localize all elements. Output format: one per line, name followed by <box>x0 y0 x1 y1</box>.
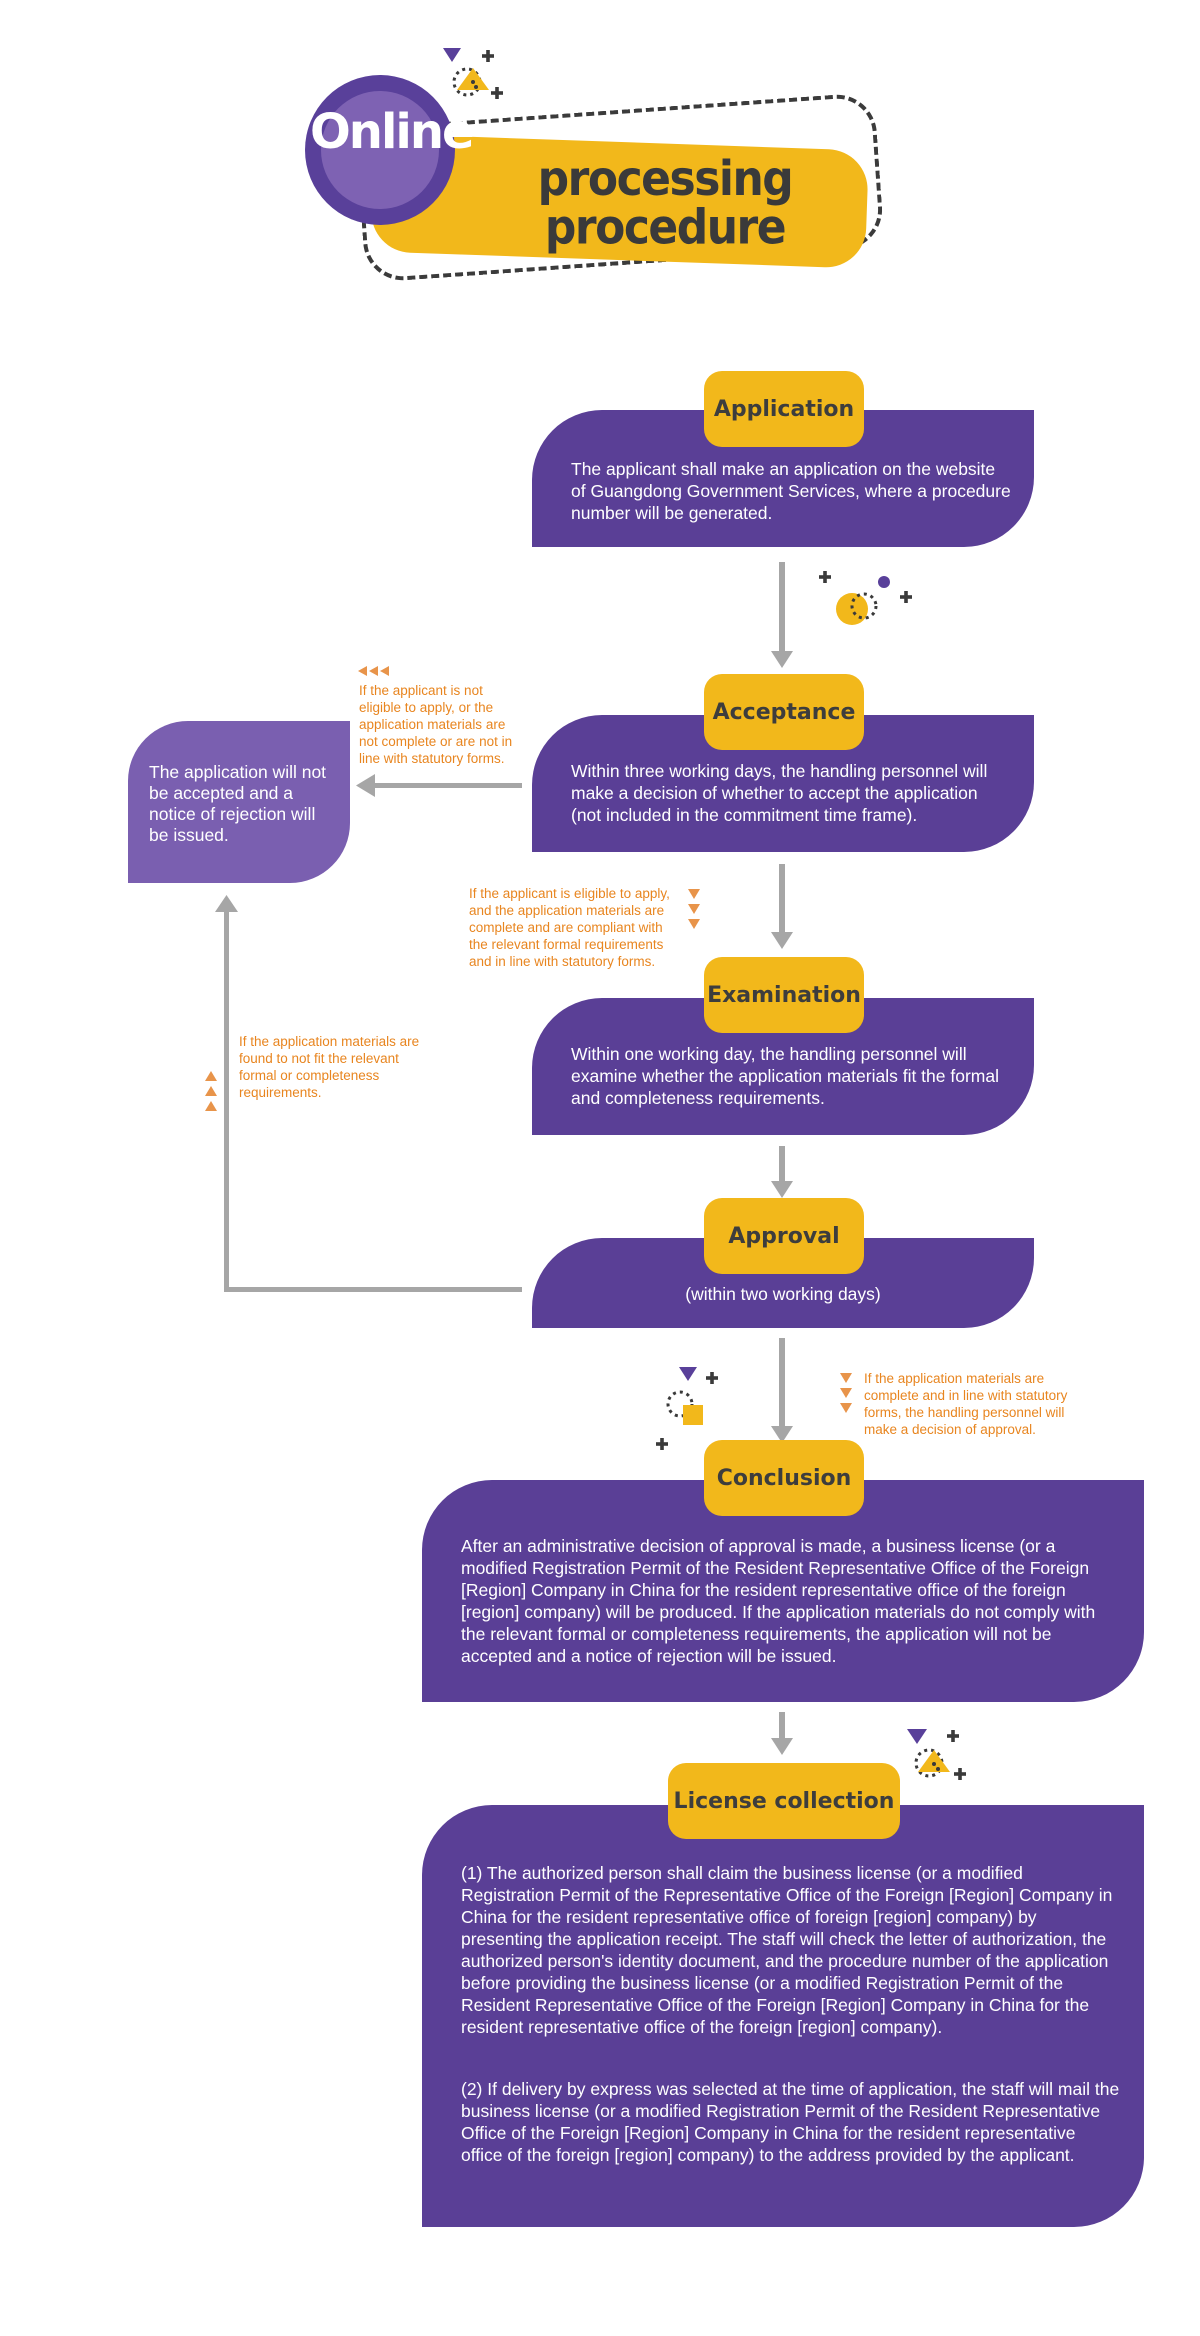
arrow-approval-rejection <box>215 895 522 1292</box>
up-triangle-icon <box>205 1101 217 1111</box>
title-decoration-icon <box>443 48 503 99</box>
decoration-icon-3 <box>907 1729 966 1780</box>
down-triangle-icon <box>688 889 700 899</box>
acceptance-card: Within three working days, the handling … <box>532 715 1034 852</box>
license-text-1: (1) The authorized person shall claim th… <box>461 1863 1113 2037</box>
arrow-examination-approval <box>771 1146 793 1198</box>
left-triangle-icon <box>380 666 389 676</box>
rejection-text: The application will not be accepted and… <box>149 762 327 845</box>
title-circle-inner <box>321 91 439 209</box>
license-text-2: (2) If delivery by express was selected … <box>461 2079 1120 2165</box>
rejection-box: The application will not be accepted and… <box>128 721 350 883</box>
down-triangle-icon <box>688 919 700 929</box>
up-triangle-icon <box>205 1086 217 1096</box>
acceptance-label: Acceptance <box>704 674 864 750</box>
left-triangle-icon <box>358 666 367 676</box>
title-main: processing procedure <box>537 151 794 256</box>
arrow-application-acceptance <box>771 562 793 668</box>
note-arrows-left <box>358 663 391 681</box>
arrow-approval-conclusion <box>771 1338 793 1443</box>
acceptance-text: Within three working days, the handling … <box>571 761 988 825</box>
note-eligible: If the applicant is eligible to apply, a… <box>469 886 670 969</box>
title-online: Online <box>310 104 475 160</box>
down-triangle-icon <box>840 1403 852 1413</box>
application-text: The applicant shall make an application … <box>571 459 1011 523</box>
conclusion-text: After an administrative decision of appr… <box>461 1536 1096 1666</box>
decoration-icon-2 <box>656 1367 718 1450</box>
examination-label: Examination <box>704 957 864 1033</box>
conclusion-label: Conclusion <box>704 1440 864 1516</box>
up-triangle-icon <box>205 1071 217 1081</box>
license-label: License collection <box>668 1763 900 1839</box>
down-triangle-icon <box>840 1373 852 1383</box>
examination-text: Within one working day, the handling per… <box>571 1044 999 1108</box>
conclusion-card: After an administrative decision of appr… <box>422 1480 1144 1702</box>
license-card: (1) The authorized person shall claim th… <box>422 1805 1144 2227</box>
left-triangle-icon <box>369 666 378 676</box>
approval-label: Approval <box>704 1198 864 1274</box>
arrow-acceptance-examination <box>771 864 793 949</box>
approval-text: (within two working days) <box>685 1284 881 1304</box>
down-triangle-icon <box>840 1388 852 1398</box>
down-triangle-icon <box>688 904 700 914</box>
decoration-icon-1 <box>819 571 912 625</box>
arrow-acceptance-rejection <box>356 774 522 797</box>
note-not-eligible: If the applicant is not eligible to appl… <box>359 683 513 766</box>
note-approval: If the application materials are complet… <box>864 1371 1068 1437</box>
note-not-fit: If the application materials are found t… <box>239 1034 420 1100</box>
application-label: Application <box>704 371 864 447</box>
arrow-conclusion-license <box>771 1712 793 1755</box>
